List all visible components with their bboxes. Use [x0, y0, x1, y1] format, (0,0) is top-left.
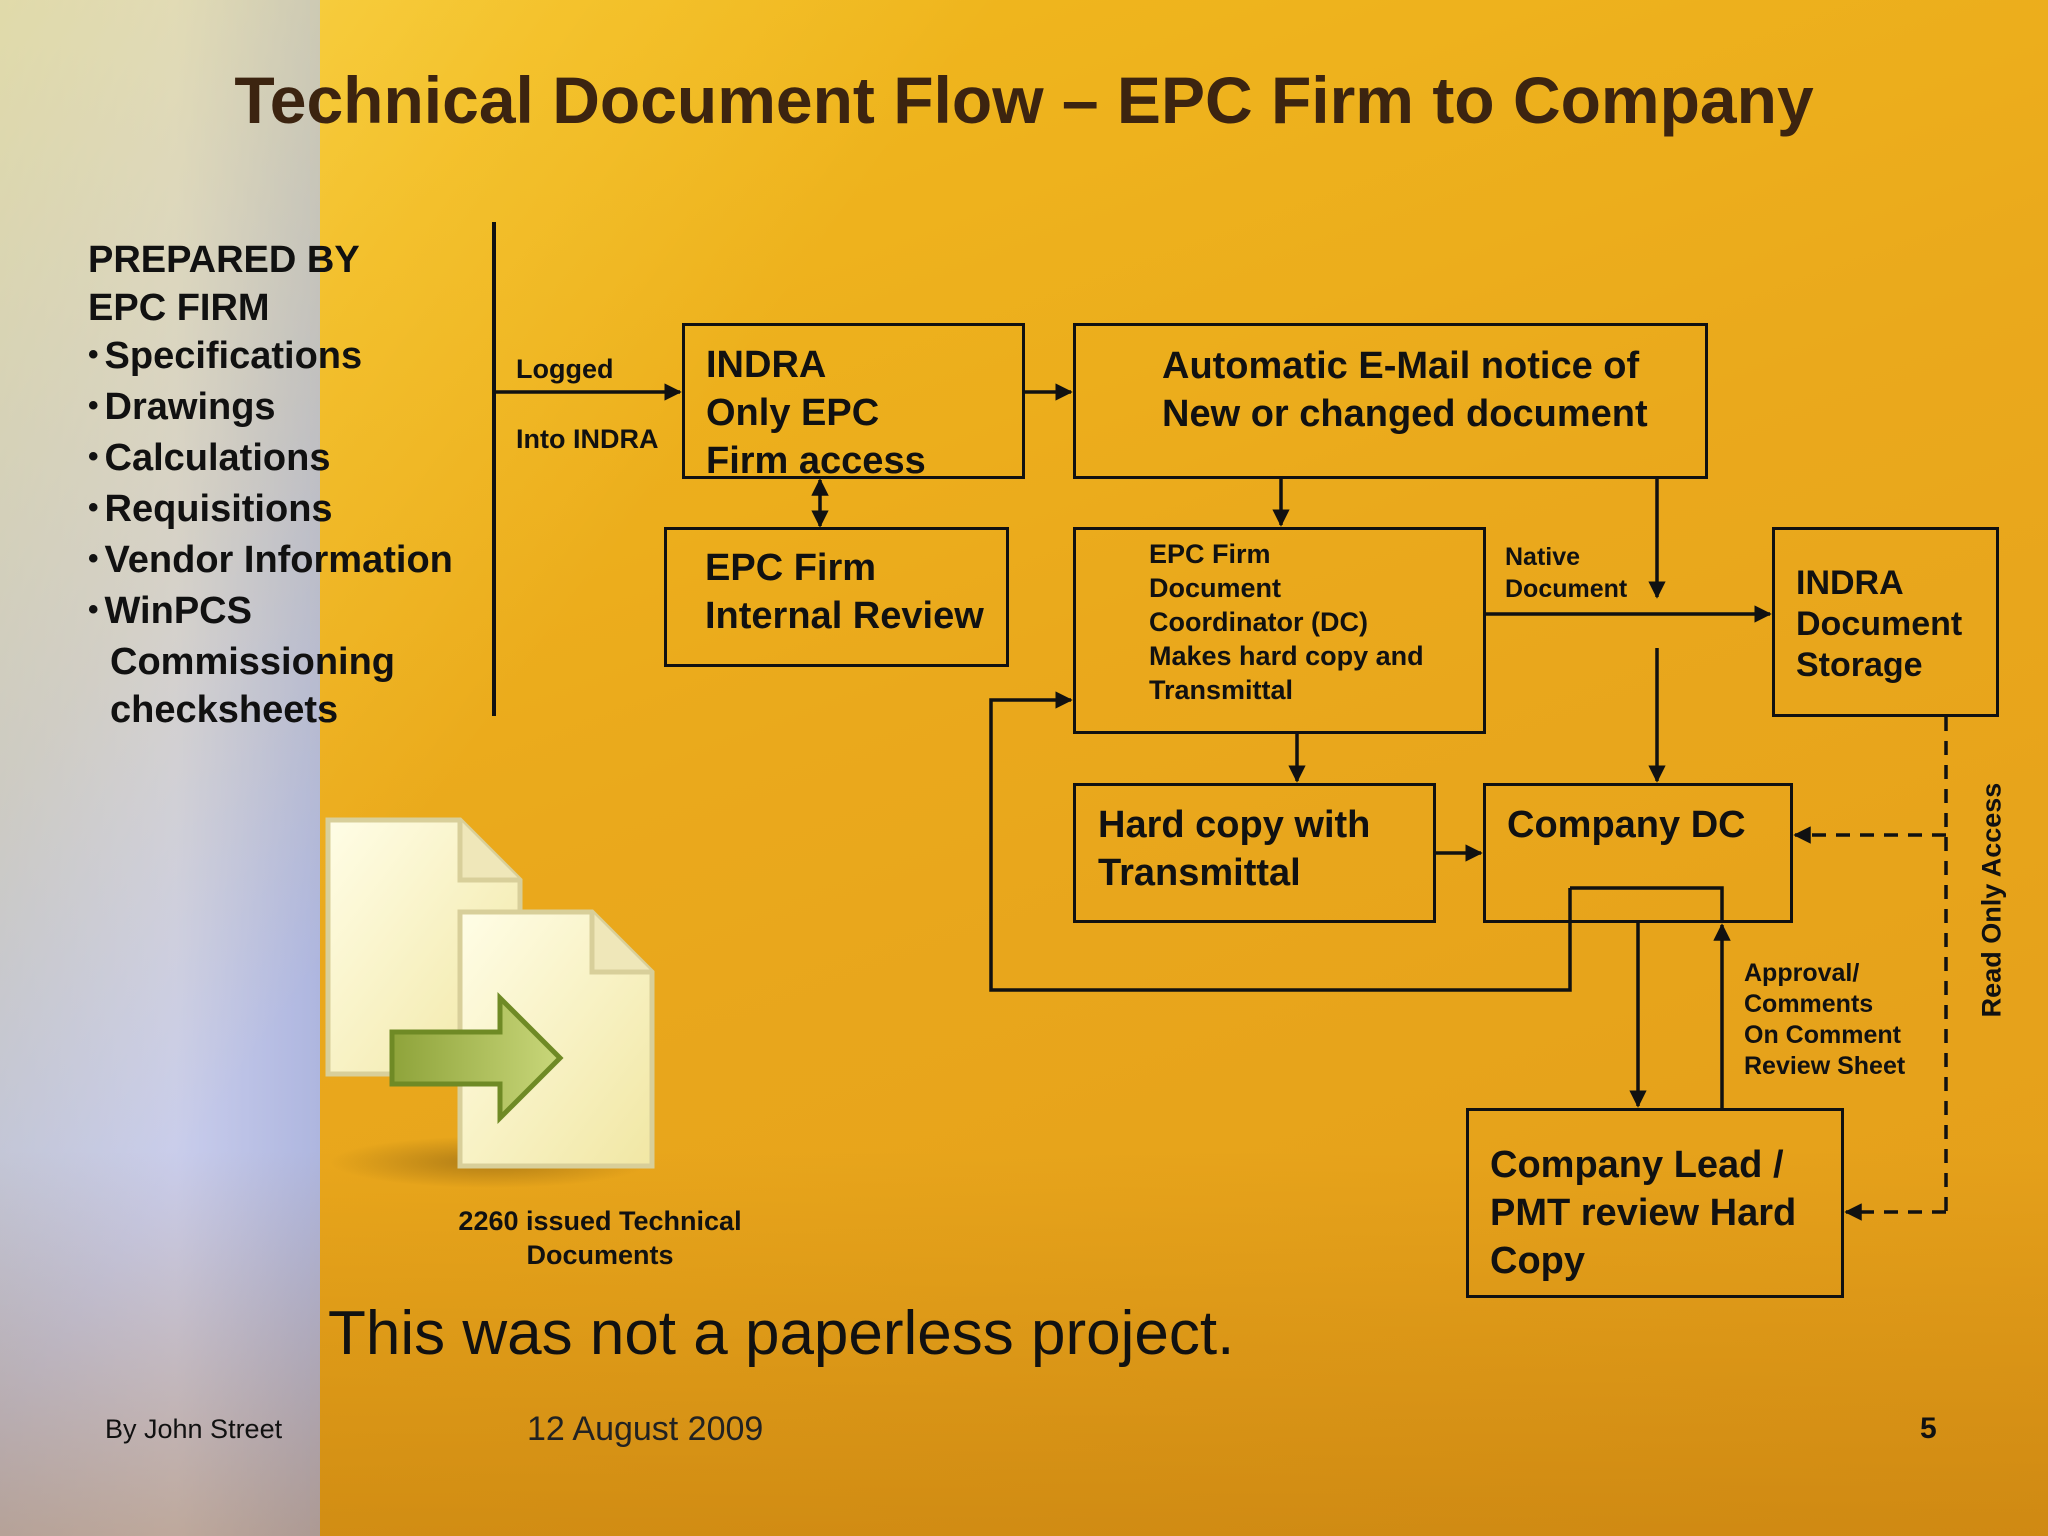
slide-title: Technical Document Flow – EPC Firm to Co…	[234, 63, 1814, 137]
list-item: •Drawings	[88, 386, 276, 428]
indra-only-epc-box: INDRA Only EPC Firm access	[682, 323, 1025, 482]
arrow-return-to-dc	[989, 691, 1572, 992]
documents-transfer-icon	[325, 817, 655, 1188]
auto-email-notice-box: Automatic E-Mail notice of New or change…	[1073, 323, 1708, 479]
into-indra-label: Into INDRA	[516, 424, 659, 454]
epc-document-coordinator-box: EPC Firm Document Coordinator (DC) Makes…	[1073, 527, 1486, 734]
background-shadow	[0, 1150, 2048, 1536]
hard-copy-transmittal-box: Hard copy with Transmittal	[1073, 783, 1436, 923]
prepared-by-header-2: EPC FIRM	[88, 287, 270, 329]
native-document-label: Native Document	[1505, 543, 1628, 603]
list-item-continuation: checksheets	[110, 689, 339, 731]
company-dc-box: Company DC	[1483, 783, 1793, 923]
issued-documents-caption: 2260 issued Technical Documents	[458, 1206, 742, 1270]
approval-comments-label: Approval/ Comments On Comment Review She…	[1744, 959, 1906, 1080]
prepared-by-header-1: PREPARED BY	[88, 239, 360, 281]
footer-page-number: 5	[1920, 1412, 1937, 1445]
list-item: •WinPCS	[88, 590, 252, 632]
company-lead-pmt-box: Company Lead / PMT review Hard Copy	[1466, 1108, 1844, 1298]
separator-line	[492, 222, 496, 716]
logged-label: Logged	[516, 354, 614, 384]
prepared-by-list: PREPARED BY EPC FIRM •Specifications •Dr…	[88, 236, 453, 734]
list-item-continuation: Commissioning	[110, 641, 396, 683]
list-item: •Requisitions	[88, 488, 333, 530]
loop-back-to-dc	[1570, 886, 1724, 923]
list-item: •Specifications	[88, 335, 363, 377]
indra-document-storage-box: INDRA Document Storage	[1772, 527, 1999, 717]
footer-date: 12 August 2009	[527, 1410, 764, 1448]
paperless-statement: This was not a paperless project.	[328, 1299, 1235, 1368]
list-item: •Vendor Information	[88, 539, 453, 581]
list-item: •Calculations	[88, 437, 331, 479]
footer-author: By John Street	[105, 1414, 283, 1444]
epc-internal-review-box: EPC Firm Internal Review	[664, 527, 1009, 667]
